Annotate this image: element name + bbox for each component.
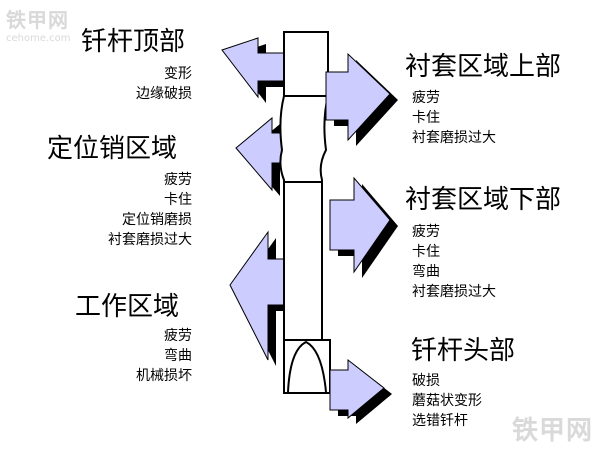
item: 卡住 xyxy=(412,244,440,260)
arrow-tip xyxy=(329,358,392,424)
item: 疲劳 xyxy=(412,90,440,106)
arrow-bush-upper xyxy=(325,52,398,146)
watermark-bottom-right: 铁甲网 xyxy=(512,410,593,447)
list-shank-top: 变形 边缘破损 xyxy=(136,64,192,104)
item: 衬套磨损过大 xyxy=(108,232,192,248)
item: 疲劳 xyxy=(164,328,192,344)
item: 边缘破损 xyxy=(136,86,192,102)
watermark-top-left: 铁甲网 cehome.com xyxy=(6,4,71,44)
heading-tip: 钎杆头部 xyxy=(411,336,516,366)
chisel-body xyxy=(279,31,331,394)
item: 疲劳 xyxy=(164,172,192,188)
item: 衬套磨损过大 xyxy=(412,284,496,300)
watermark-logo: 铁甲网 xyxy=(512,416,594,446)
item: 蘑菇状变形 xyxy=(412,393,482,409)
watermark-logo: 铁甲网 xyxy=(6,8,69,32)
list-bush-lower: 疲劳 卡住 弯曲 衬套磨损过大 xyxy=(412,222,496,302)
item: 卡住 xyxy=(412,110,440,126)
item: 衬套磨损过大 xyxy=(412,130,496,146)
item: 弯曲 xyxy=(164,348,192,364)
heading-bush-lower: 衬套区域下部 xyxy=(405,185,562,215)
item: 疲劳 xyxy=(412,224,440,240)
item: 弯曲 xyxy=(412,264,440,280)
item: 机械损坏 xyxy=(136,368,192,384)
arrow-bush-lower xyxy=(329,176,398,278)
list-pin-zone: 疲劳 卡住 定位销磨损 衬套磨损过大 xyxy=(108,170,192,250)
watermark-domain: cehome.com xyxy=(6,33,71,44)
item: 变形 xyxy=(164,66,192,82)
list-bush-upper: 疲劳 卡住 衬套磨损过大 xyxy=(412,88,496,148)
list-work-zone: 疲劳 弯曲 机械损坏 xyxy=(136,326,192,386)
list-tip: 破损 蘑菇状变形 选错钎杆 xyxy=(412,371,482,431)
item: 定位销磨损 xyxy=(122,212,192,228)
heading-pin-zone: 定位销区域 xyxy=(47,134,178,164)
item: 选错钎杆 xyxy=(412,413,468,429)
heading-work-zone: 工作区域 xyxy=(75,292,180,322)
heading-shank-top: 钎杆顶部 xyxy=(81,27,186,57)
heading-bush-upper: 衬套区域上部 xyxy=(405,52,562,82)
item: 卡住 xyxy=(164,192,192,208)
item: 破损 xyxy=(412,373,440,389)
